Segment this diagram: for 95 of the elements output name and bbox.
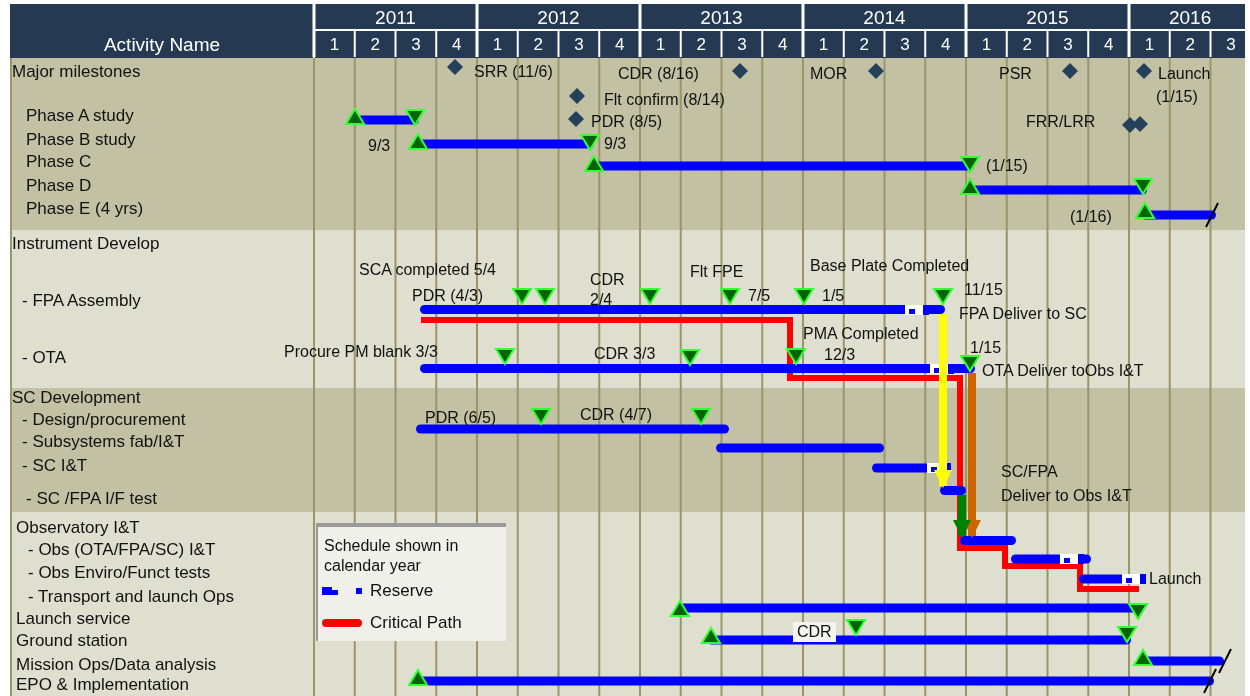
activity-name: Phase D [26,176,92,196]
milestone-label: PDR (4/3) [412,286,484,306]
milestone-label: FRR/LRR [1026,112,1096,132]
milestone-label: Procure PM blank 3/3 [284,342,438,362]
milestone-label: SC/FPA [1001,462,1058,482]
column-header: Activity Name [103,35,221,55]
milestone-label: PDR (6/5) [425,408,497,428]
legend-label: Critical Path [370,613,462,633]
activity-name: Phase A study [26,106,134,126]
milestone-label: 1/15 [970,338,1002,358]
milestone-label: CDR 3/3 [594,344,656,364]
milestone-label: (1/15) [986,156,1028,176]
milestone-label: 12/3 [824,345,856,365]
milestone-label: (1/16) [1070,207,1112,227]
activity-name: - Obs (OTA/FPA/SC) I&T [28,540,216,560]
schedule-bar [420,364,975,373]
year-label: 2016 [1169,8,1212,28]
schedule-bar [420,305,945,314]
milestone-label: PSR [999,64,1032,84]
milestone-label: 1/5 [822,286,845,306]
activity-name: Major milestones [12,62,141,82]
quarter-label: 4 [1103,35,1114,55]
milestone-label: (1/15) [1156,87,1198,107]
activity-name: EPO & Implementation [16,675,189,695]
legend-label: Reserve [370,581,434,601]
quarter-label: 2 [696,35,706,55]
milestone-label: 9/3 [604,134,627,154]
milestone-label: SRR (11/6) [474,62,553,82]
milestone-label: Base Plate Completed [810,256,970,276]
quarter-label: 1 [329,35,340,55]
quarter-label: 3 [900,35,910,55]
quarter-label: 3 [737,35,747,55]
quarter-label: 3 [574,35,584,55]
quarter-label: 1 [981,35,992,55]
milestone-label: CDR (4/7) [580,405,652,425]
milestone-label: SCA completed 5/4 [359,260,496,280]
schedule-bar [940,486,966,495]
quarter-label: 2 [1185,35,1195,55]
milestone-label: 7/5 [748,286,771,306]
activity-name: - Obs Enviro/Funct tests [28,563,211,583]
year-label: 2014 [863,8,906,28]
quarter-label: 4 [777,35,788,55]
quarter-label: 4 [940,35,951,55]
activity-name: - Subsystems fab/I&T [22,432,185,452]
year-label: 2012 [537,8,580,28]
activity-name: - FPA Assembly [22,291,141,311]
year-label: 2015 [1026,8,1069,28]
quarter-label: 4 [614,35,625,55]
schedule-bar [960,536,1016,545]
activity-name: Phase E (4 yrs) [26,199,144,219]
quarter-label: 1 [818,35,829,55]
activity-name: - Design/procurement [22,410,186,430]
arrow [953,495,971,538]
milestone-label: MOR [810,64,848,84]
activity-name: - OTA [22,348,67,368]
quarter-label: 1 [492,35,503,55]
arrow [934,314,952,488]
milestone-label: CDR 2/4 [590,270,626,310]
activity-name: Observatory I&T [16,518,140,538]
milestone-label: 11/15 [964,280,1003,300]
milestone-label: 9/3 [368,136,391,156]
year-label: 2013 [700,8,743,28]
activity-name: Phase C [26,152,92,172]
milestone-label: Deliver to Obs I&T [1001,486,1132,506]
milestone-label: PMA Completed [803,324,919,344]
milestone-label: Launch [1158,64,1211,84]
quarter-label: 3 [1226,35,1236,55]
quarter-label: 2 [533,35,543,55]
milestone-label: Launch [1149,569,1202,589]
milestone-label: Flt confirm (8/14) [604,90,725,110]
milestone-label: CDR [793,622,836,642]
quarter-label: 3 [1063,35,1073,55]
activity-name: SC Development [12,388,141,408]
activity-name: - Transport and launch Ops [28,587,234,607]
milestone-label: Flt FPE [690,262,744,282]
activity-name: Instrument Develop [12,234,160,254]
activity-name: Phase B study [26,130,136,150]
quarter-label: 2 [370,35,380,55]
activity-name: Launch service [16,609,131,629]
year-label: 2011 [375,8,416,28]
quarter-label: 2 [1022,35,1032,55]
milestone-label: Schedule shown in calendar year [324,536,460,576]
milestone-label: OTA Deliver toObs I&T [982,361,1144,381]
activity-name: Mission Ops/Data analysis [16,655,217,675]
quarter-label: 1 [1144,35,1155,55]
activity-name: - SC /FPA I/F test [26,489,157,509]
activity-name: - SC I&T [22,456,88,476]
milestone-label: PDR (8/5) [591,112,663,132]
quarter-label: 3 [411,35,421,55]
milestone-label: FPA Deliver to SC [959,304,1087,324]
quarter-label: 4 [451,35,462,55]
milestone-label: CDR (8/16) [618,64,699,84]
activity-name: Ground station [16,631,128,651]
quarter-label: 2 [859,35,869,55]
quarter-label: 1 [655,35,666,55]
